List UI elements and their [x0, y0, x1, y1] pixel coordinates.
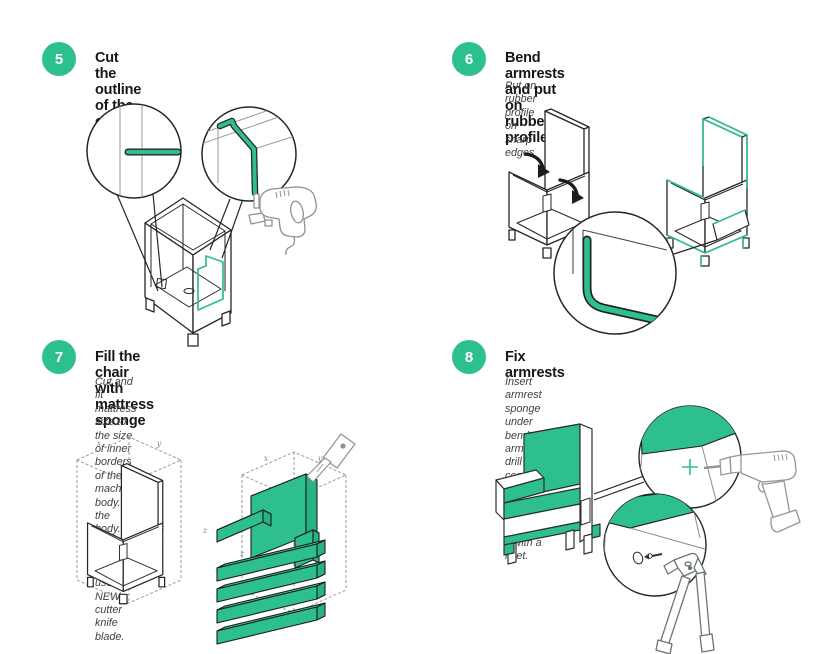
rubber-profile-highlight — [666, 116, 748, 266]
step-number: 8 — [464, 348, 474, 366]
step-number-badge: 6 — [452, 42, 486, 76]
axis-label-z: z — [202, 526, 208, 535]
step-title: Fill the chair with mattress sponge — [95, 349, 154, 429]
axis-label-x: x — [97, 439, 102, 448]
step-8-illustration — [495, 405, 801, 654]
step-number: 7 — [54, 348, 64, 366]
step-number-badge: 5 — [42, 42, 76, 76]
chair-with-rubber-profile — [666, 116, 750, 267]
magnifier-circle-drilling — [638, 405, 742, 509]
magnifier-circle-edge-cut — [201, 106, 297, 202]
mattress-sponge-slabs — [216, 473, 326, 645]
step-6-illustration — [508, 108, 750, 335]
step-number-badge: 7 — [42, 340, 76, 374]
leader-lines — [115, 191, 245, 292]
bend-arrow-icon — [524, 152, 579, 196]
measure-box-chair — [75, 436, 183, 604]
leader-line — [673, 239, 718, 255]
step-number: 6 — [464, 50, 474, 68]
cut-outline-highlight — [197, 255, 224, 311]
step-7-illustration: x y x y z z — [75, 433, 356, 645]
step-title: Bend armrests and put on rubber profile — [505, 50, 565, 146]
cutter-knife-drawing — [306, 433, 356, 483]
step-number: 5 — [54, 50, 64, 68]
magnifier-circle-rubber-profile — [553, 211, 677, 335]
step-subtitle: Put on rubber profile on sharp edges — [505, 80, 537, 160]
step-5-illustration — [86, 103, 317, 347]
axis-label-y: y — [317, 454, 323, 463]
axis-label-y: y — [156, 439, 162, 448]
chair-before-bending — [508, 108, 592, 259]
magnifier-circle-slot-cut — [86, 103, 182, 199]
axis-label-x: x — [264, 454, 269, 463]
step-title: Fix armrests — [505, 349, 565, 381]
chair-frame-drawing — [86, 463, 166, 605]
step-number-badge: 8 — [452, 340, 486, 374]
axis-label-z: z — [239, 549, 245, 558]
rivet-hole — [632, 551, 644, 565]
armchair-with-sponge — [495, 423, 601, 565]
machine-body-drawing — [144, 197, 232, 347]
jigsaw-drawing — [248, 186, 317, 256]
drill-drawing — [703, 450, 801, 533]
drill-point-crosshair — [682, 459, 698, 475]
rivet-gun-drawing — [655, 552, 715, 654]
leader-lines — [593, 475, 645, 501]
rivet — [644, 553, 663, 560]
